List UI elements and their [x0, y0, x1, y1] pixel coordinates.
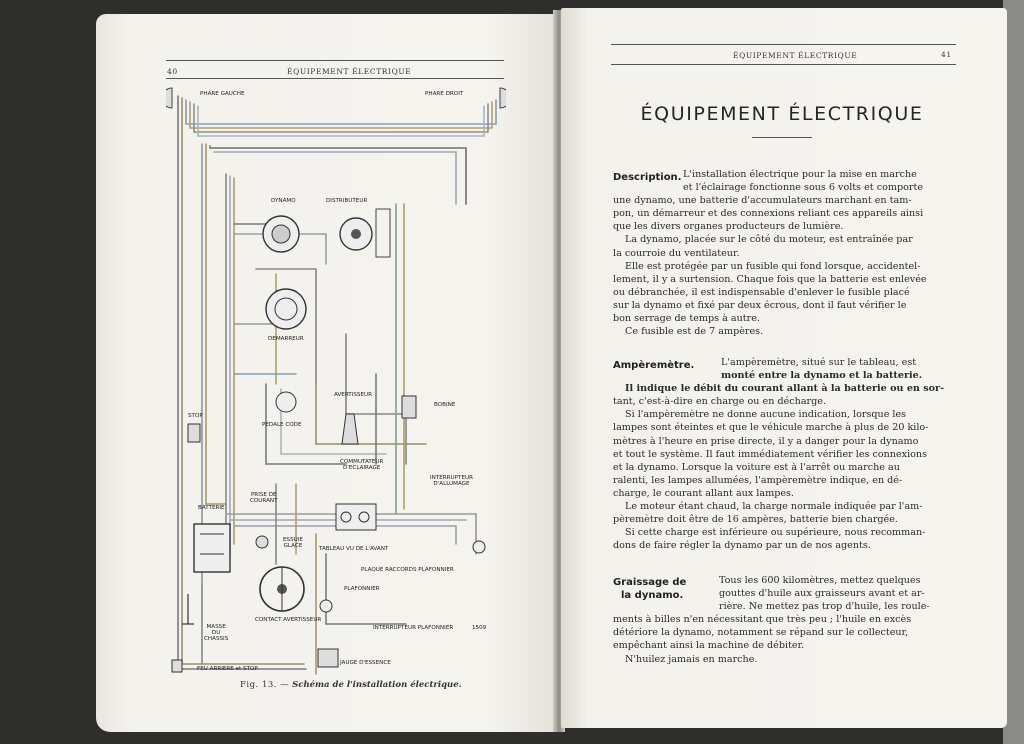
heading-graissage-2: la dynamo. — [621, 590, 684, 601]
right-header-rule-bottom — [611, 64, 956, 65]
label-phare-gauche: PHARE GAUCHE — [200, 91, 245, 97]
section-graissage: Graissage de la dynamo. Tous les 600 kil… — [613, 574, 953, 666]
section-amperemetre: Ampèremètre. L'ampèremètre, situé sur le… — [613, 356, 953, 552]
label-commutateur-eclairage: COMMUTATEUR D'ECLAIRAGE — [340, 459, 384, 472]
desc-line-10: ou débranchée, il est indispensable d'en… — [613, 286, 910, 298]
label-contact-avertisseur: CONTACT AVERTISSEUR — [255, 617, 322, 623]
figure-caption-text: Schéma de l'installation électrique. — [292, 680, 462, 690]
label-stop: STOP — [188, 413, 203, 419]
amp-line-15: dons de faire régler la dynamo par un de… — [613, 540, 871, 552]
gr-line-3: rière. Ne mettez pas trop d'huile, les r… — [719, 601, 930, 613]
desc-line-5: que les divers organes producteurs de lu… — [613, 221, 844, 233]
gr-line-4: ments à billes n'en nécessitant que très… — [613, 614, 912, 626]
label-masse-chassis: MASSE DU CHASSIS — [204, 624, 229, 643]
right-page-number: 41 — [941, 50, 952, 59]
desc-line-4: pon, un démarreur et des connexions reli… — [613, 208, 924, 220]
section-description: Description. L'installation électrique p… — [613, 168, 953, 338]
label-feu-arriere: FEU ARRIERE et STOP — [197, 666, 258, 672]
amp-line-12: Le moteur étant chaud, la charge normale… — [625, 501, 923, 513]
heading-amperemetre: Ampèremètre. — [613, 360, 695, 371]
desk-background — [1003, 0, 1024, 744]
desc-line-7: la courroie du ventilateur. — [613, 247, 740, 259]
amp-line-14: Si cette charge est inférieure ou supéri… — [625, 527, 926, 539]
amp-line-6: lampes sont éteintes et que le véhicule … — [613, 422, 929, 434]
page-title: ÉQUIPEMENT ÉLECTRIQUE — [640, 103, 924, 125]
gr-line-5: détériore la dynamo, notamment se répand… — [613, 627, 909, 639]
title-underline — [752, 137, 812, 138]
amp-line-10: ralenti, les lampes allumées, l'ampèremè… — [613, 474, 903, 486]
desc-line-13: Ce fusible est de 7 ampères. — [625, 326, 764, 338]
desc-line-6: La dynamo, placée sur le côté du moteur,… — [625, 234, 913, 246]
label-code-number: 1509 — [472, 625, 487, 631]
label-demarreur: DEMARREUR — [268, 336, 304, 342]
label-distributeur: DISTRIBUTEUR — [326, 198, 368, 204]
right-running-header: ÉQUIPEMENT ÉLECTRIQUE — [733, 51, 858, 60]
amp-line-4: tant, c'est-à-dire en charge ou en décha… — [613, 396, 826, 408]
desc-line-1: L'installation électrique pour la mise e… — [683, 169, 917, 180]
label-tableau-avant: TABLEAU VU DE L'AVANT — [319, 546, 389, 552]
figure-number: Fig. 13. — — [240, 680, 290, 690]
gr-line-6: empêchant ainsi la machine de débiter. — [613, 640, 805, 652]
left-header-rule-top — [166, 60, 504, 61]
amp-line-3: Il indique le débit du courant allant à … — [625, 383, 945, 395]
desc-line-8: Elle est protégée par un fusible qui fon… — [625, 260, 921, 272]
right-header-rule-top — [611, 44, 956, 45]
amp-line-13: pèremètre doit être de 16 ampères, batte… — [613, 514, 898, 526]
desc-line-3: une dynamo, une batterie d'accumulateurs… — [613, 195, 912, 207]
label-pedale-code: PEDALE CODE — [262, 422, 302, 428]
label-bobine: BOBINE — [434, 402, 456, 408]
desc-line-11: sur la dynamo et fixé par deux écrous, d… — [613, 299, 907, 311]
amp-line-2: monté entre la dynamo et la batterie. — [721, 370, 923, 382]
desc-line-2: et l'éclairage fonctionne sous 6 volts e… — [683, 182, 923, 194]
label-batterie: BATTERIE — [198, 505, 225, 511]
left-header-rule-bottom — [166, 78, 504, 79]
label-phare-droit: PHARE DROIT — [425, 91, 464, 97]
label-plafonnier: PLAFONNIER — [344, 586, 380, 592]
figure-caption: Fig. 13. — Schéma de l'installation élec… — [240, 680, 462, 690]
label-plaque-raccords: PLAQUE RACCORDS PLAFONNIER — [361, 567, 454, 573]
left-running-header: ÉQUIPEMENT ÉLECTRIQUE — [287, 67, 412, 76]
desc-line-9: lement, il y a surtension. Chaque fois q… — [613, 273, 927, 285]
amp-line-11: charge, le courant allant aux lampes. — [613, 487, 794, 499]
amp-line-7: mètres à l'heure en prise directe, il y … — [613, 435, 919, 447]
wiring-diagram — [166, 87, 506, 675]
gr-line-7: N'huilez jamais en marche. — [625, 653, 758, 665]
heading-description: Description. — [613, 172, 682, 183]
label-jauge-essence: JAUGE D'ESSENCE — [340, 660, 391, 666]
heading-graissage-1: Graissage de — [613, 577, 687, 588]
label-essuie-glace: ESSUIE GLACE — [283, 537, 303, 550]
label-prise-courant: PRISE DE COURANT — [250, 492, 278, 505]
amp-line-8: et tout le système. Il faut immédiatemen… — [613, 448, 928, 460]
label-interrupteur-plafonnier: INTERRUPTEUR PLAFONNIER — [373, 625, 454, 631]
gr-line-2: gouttes d'huile aux graisseurs avant et … — [719, 588, 925, 600]
desc-line-12: bon serrage de temps à autre. — [613, 313, 760, 325]
amp-line-5: Si l'ampèremètre ne donne aucune indicat… — [625, 409, 907, 421]
label-dynamo: DYNAMO — [271, 198, 296, 204]
label-interrupteur-allumage: INTERRUPTEUR D'ALLUMAGE — [430, 475, 473, 488]
right-page — [561, 8, 1007, 728]
label-avertisseur: AVERTISSEUR — [334, 392, 372, 398]
left-page-number: 40 — [167, 67, 178, 76]
gr-line-1: Tous les 600 kilomètres, mettez quelques — [719, 575, 921, 586]
amp-line-9: et la dynamo. Lorsque la voiture est à l… — [613, 461, 900, 473]
amp-line-1: L'ampèremètre, situé sur le tableau, est — [721, 357, 917, 368]
